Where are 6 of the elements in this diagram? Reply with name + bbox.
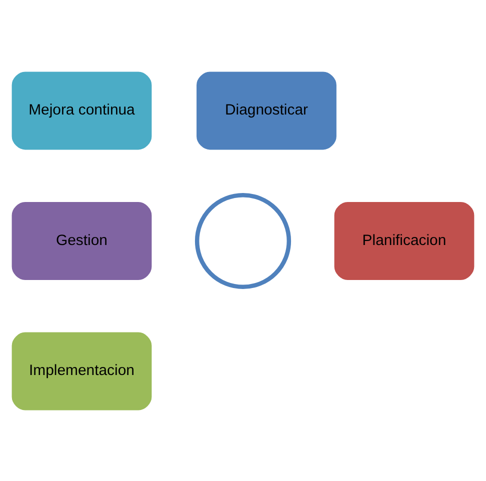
node-box: Diagnosticar bbox=[196, 71, 336, 150]
node-circle bbox=[194, 192, 292, 289]
node-box: Mejora continua bbox=[12, 71, 152, 150]
node-box: Planificacion bbox=[334, 202, 474, 280]
node-box: Implementacion bbox=[12, 332, 152, 410]
node-box: Gestion bbox=[12, 202, 152, 280]
